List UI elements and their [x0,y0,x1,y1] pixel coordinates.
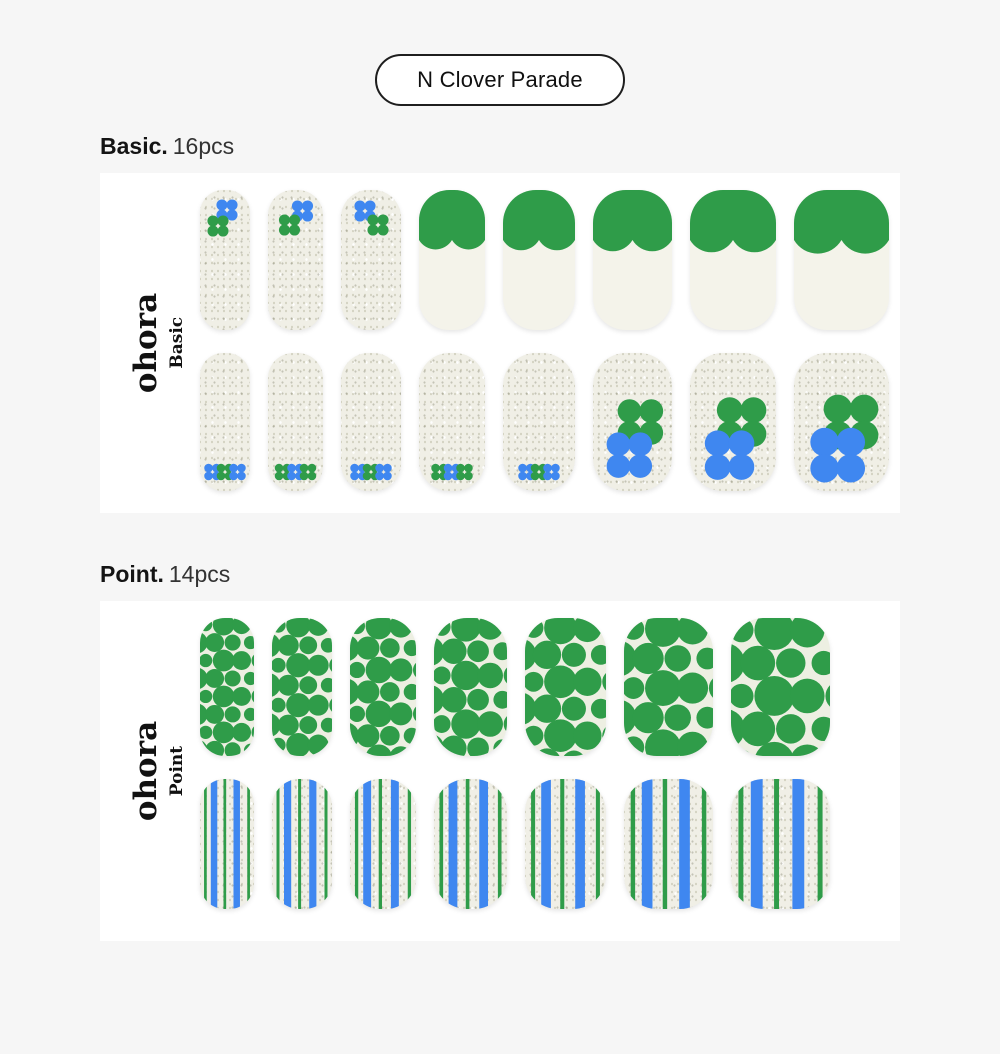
nail-strip-clover-print [272,618,332,756]
nail-strip-glitter-bottom-clovers [200,353,250,491]
nail-art-graphic [606,399,664,478]
nail-art-graphic [624,618,713,756]
point-heading-name: Point. [100,561,164,587]
point-nail-rows [200,618,830,909]
nail-art-graphic [731,618,830,756]
basic-panel: ohora Basic [100,173,900,513]
basic-section: Basic.16pcs ohora Basic [0,133,1000,513]
nail-art-graphic [593,190,672,252]
nail-strip-stripes [350,779,416,909]
nail-art-graphic [690,190,776,253]
nail-strip-glitter-big-clovers [794,353,889,491]
product-name-badge: N Clover Parade [375,54,625,106]
nail-strip-french-tip [690,190,776,330]
nail-art-graphic [276,779,328,909]
nail-strip-french-tip [593,190,672,330]
nail-art-graphic [434,618,507,756]
basic-nail-rows [200,190,889,491]
point-panel: ohora Point [100,601,900,941]
nail-art-graphic [278,200,314,236]
basic-row-bottom [200,353,889,491]
nail-strip-clover-print [434,618,507,756]
nail-strip-french-tip [419,190,485,330]
nail-art-graphic [794,190,889,254]
nail-art-graphic [630,779,707,909]
brand-line-label: Point [167,745,187,797]
nail-strip-stripes [624,779,713,909]
nail-strip-stripes [200,779,254,909]
nail-strip-glitter-top-clovers [341,190,401,330]
basic-heading: Basic.16pcs [100,133,1000,160]
nail-strip-glitter-bottom-clovers [268,353,323,491]
nail-strip-clover-print [624,618,713,756]
nail-art-graphic [810,394,879,483]
basic-heading-name: Basic. [100,133,168,159]
nail-strip-glitter-bottom-clovers [341,353,401,491]
product-name: N Clover Parade [417,67,583,92]
nail-strip-glitter-big-clovers [593,353,672,491]
brand-wordmark: ohora [128,720,164,822]
nail-strip-stripes [731,779,830,909]
nail-art-graphic [207,199,238,237]
nail-strip-stripes [525,779,606,909]
brand-wordmark: ohora [128,292,164,394]
point-row-top [200,618,830,756]
nail-strip-clover-print [350,618,416,756]
nail-art-graphic [525,618,606,756]
nail-strip-glitter-top-clovers [268,190,323,330]
nail-art-graphic [518,463,560,481]
nail-art-graphic [204,463,246,481]
point-row-bottom [200,779,830,909]
nail-art-graphic [350,463,392,481]
nail-art-graphic [204,779,250,909]
nail-art-graphic [200,618,254,756]
product-sheet: N Clover Parade Basic.16pcs ohora Basic … [0,54,1000,1054]
nail-strip-clover-print [731,618,830,756]
brand-label-basic: ohora Basic [128,293,187,393]
nail-strip-glitter-top-clovers [200,190,250,330]
nail-art-graphic [272,618,332,756]
nail-art-graphic [419,190,485,250]
nail-strip-glitter-big-clovers [690,353,776,491]
point-heading-count: 14pcs [168,561,231,587]
nail-art-graphic [431,463,473,481]
nail-strip-clover-print [200,618,254,756]
nail-strip-stripes [434,779,507,909]
nail-art-graphic [503,190,575,251]
brand-label-point: ohora Point [128,721,187,821]
point-section: Point.14pcs ohora Point [0,561,1000,941]
basic-heading-count: 16pcs [172,133,235,159]
nail-art-graphic [738,779,823,909]
nail-strip-glitter-bottom-clovers [503,353,575,491]
nail-art-graphic [704,397,767,480]
nail-art-graphic [354,779,412,909]
nail-strip-french-tip [503,190,575,330]
nail-strip-glitter-bottom-clovers [419,353,485,491]
nail-strip-stripes [272,779,332,909]
nail-art-graphic [354,200,389,236]
basic-row-top [200,190,889,330]
brand-line-label: Basic [167,317,187,369]
nail-strip-clover-print [525,618,606,756]
nail-art-graphic [531,779,600,909]
point-heading: Point.14pcs [100,561,1000,588]
nail-art-graphic [439,779,502,909]
nail-art-graphic [274,463,317,481]
nail-art-graphic [350,618,416,756]
nail-strip-french-tip [794,190,889,330]
